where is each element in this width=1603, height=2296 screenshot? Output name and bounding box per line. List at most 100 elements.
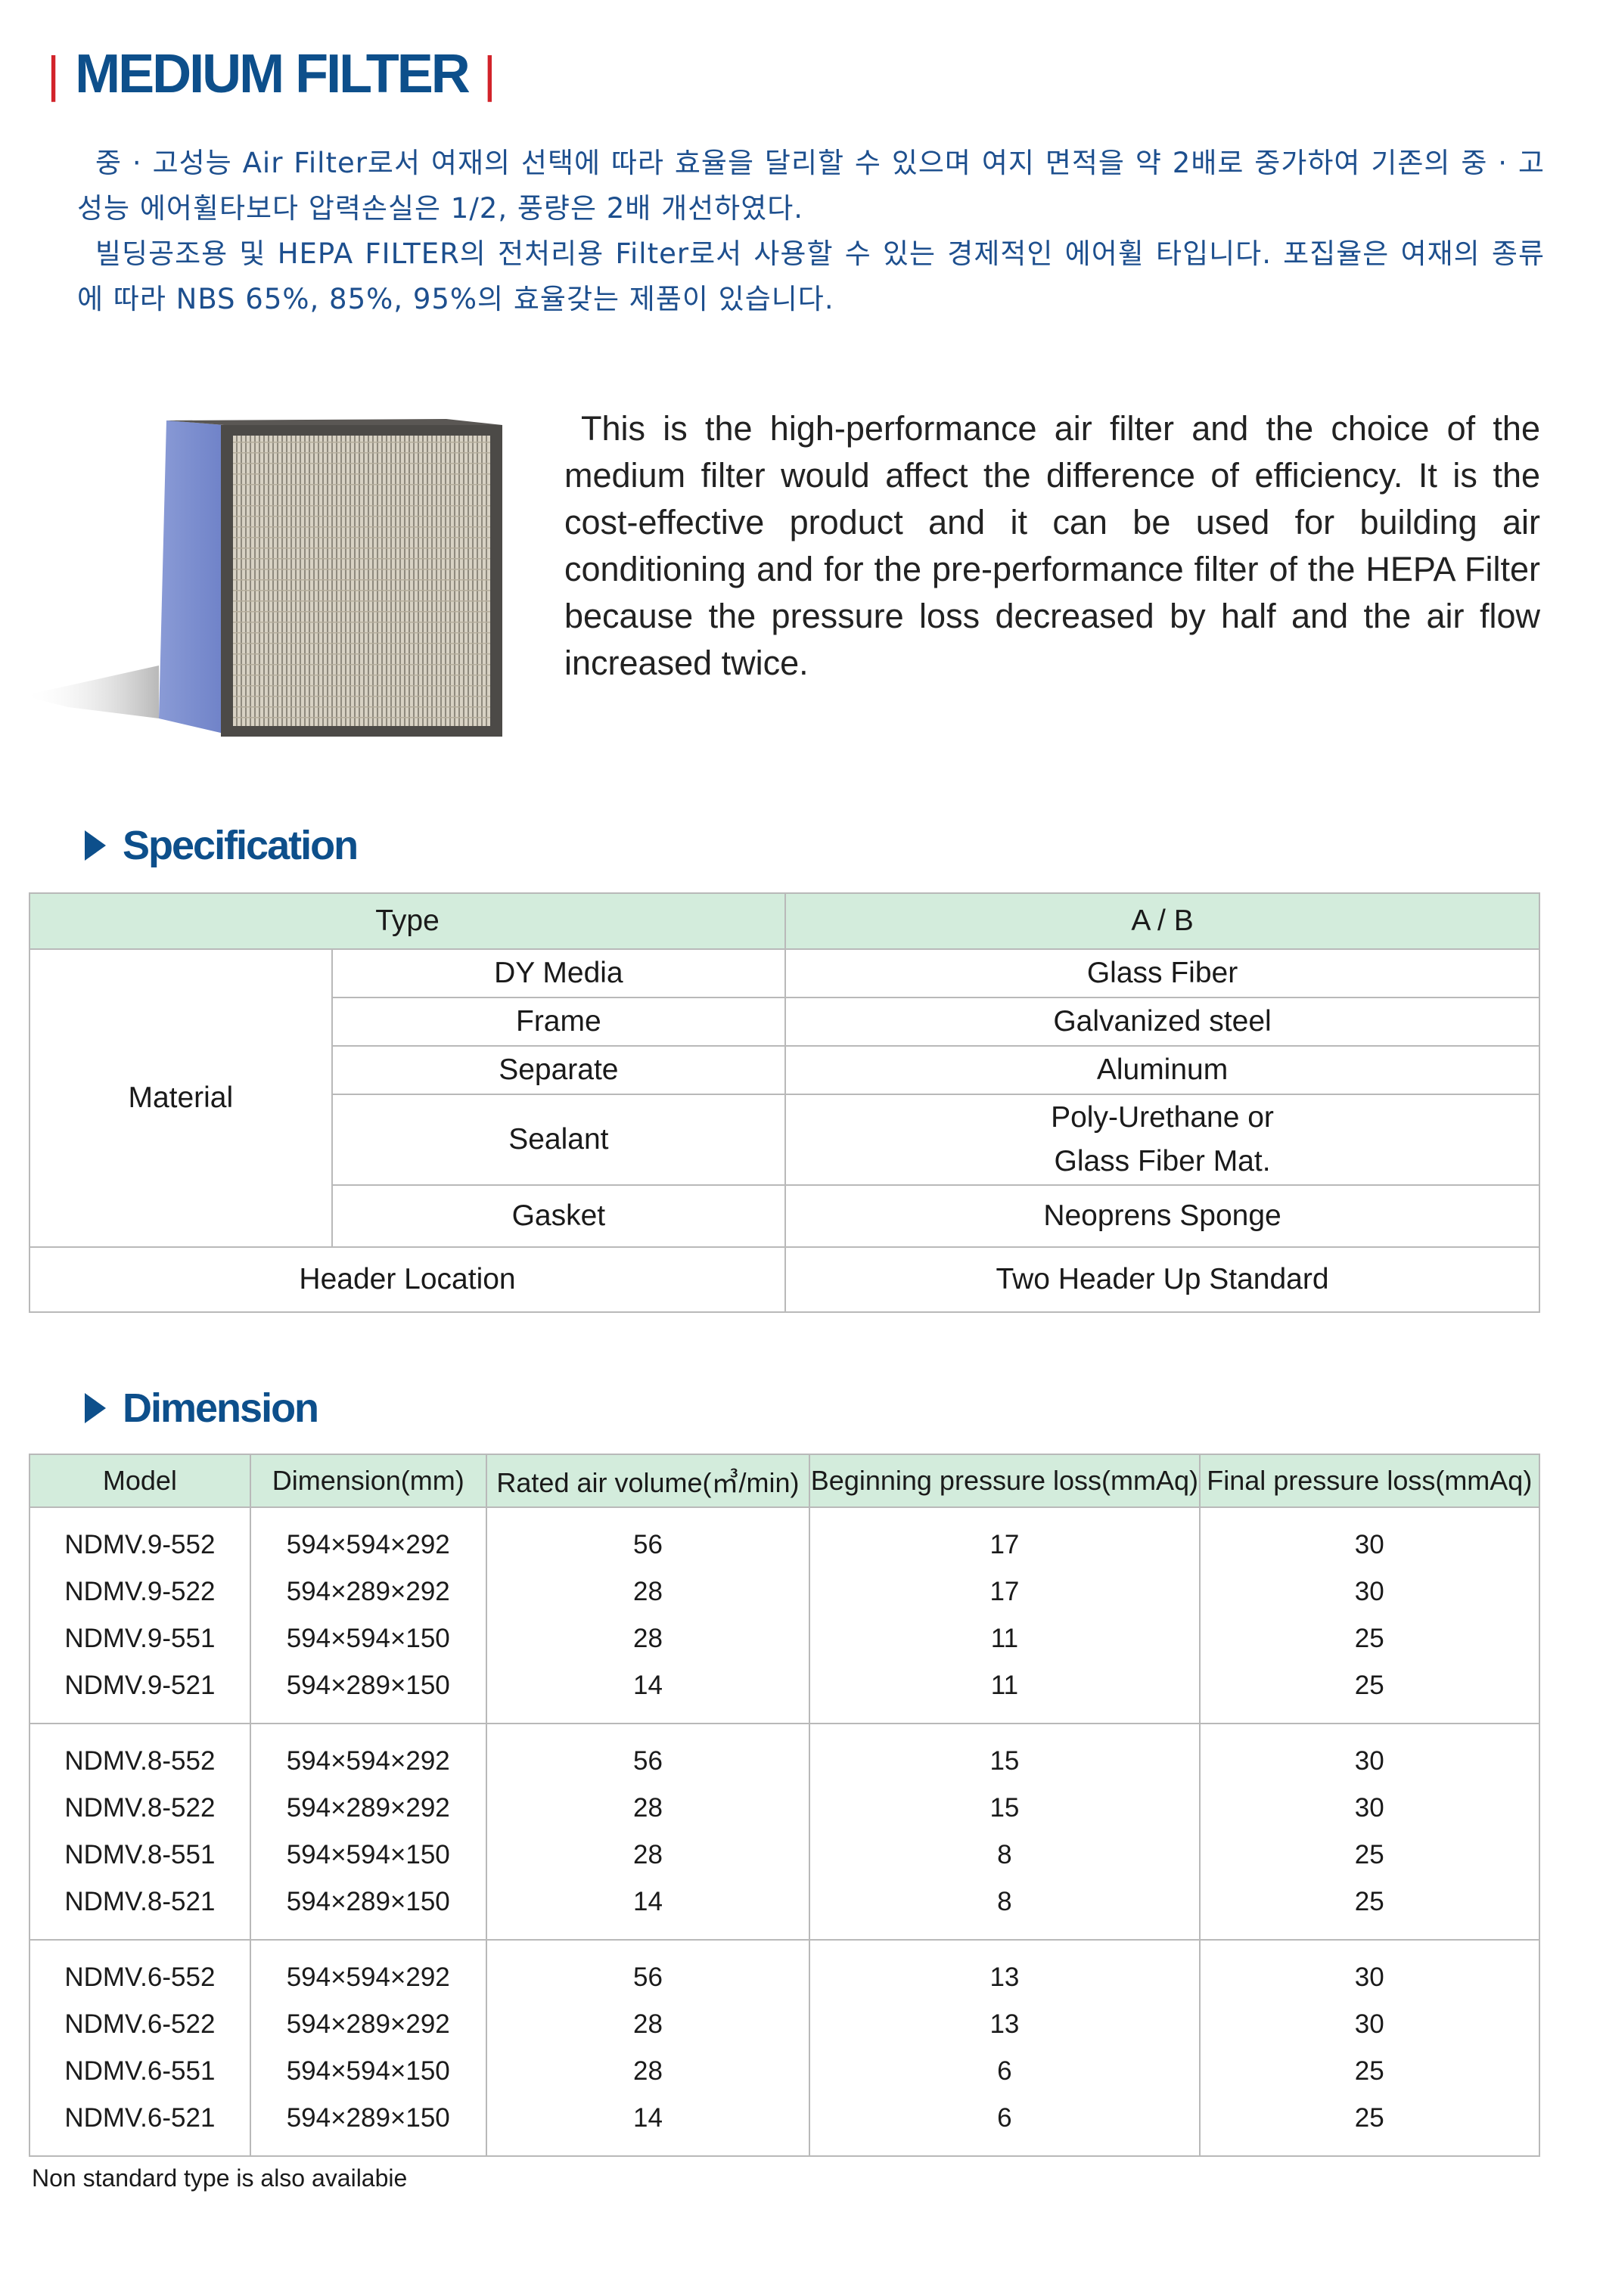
table-cell-value: 11	[990, 1624, 1019, 1653]
table-cell-value: 6	[997, 2056, 1012, 2086]
table-cell-value: 25	[1354, 1671, 1384, 1700]
column-header: Final pressure loss(mmAq)	[1198, 1454, 1541, 1508]
table-cell-value: 25	[1354, 1887, 1384, 1916]
spec-row: Sealant Poly-Urethane or Glass Fiber Mat…	[30, 1094, 1540, 1186]
title-bar-right: |	[483, 46, 496, 102]
spec-part: Gasket	[331, 1184, 787, 1248]
triangle-bullet-icon	[85, 830, 106, 861]
column-header: Rated air volume(㎥/min)	[485, 1454, 811, 1508]
table-cell-value: 15	[989, 1746, 1020, 1776]
dimension-cell: 594×594×292 594×289×292 594×594×150 594×289…	[249, 1506, 487, 1724]
table-cell-value: 28	[633, 1624, 663, 1653]
spec-value: Galvanized steel	[784, 997, 1540, 1047]
column-header: Model	[29, 1454, 251, 1508]
spec-part: Separate	[331, 1045, 787, 1095]
filter-product-image	[23, 419, 502, 737]
spec-part: Frame	[331, 997, 787, 1047]
spec-header-location-label: Header Location	[28, 1246, 787, 1313]
table-cell-value: 56	[633, 1746, 663, 1776]
spec-header-row: Type A / B	[28, 892, 1540, 950]
table-cell-value: 594×594×292	[286, 1746, 450, 1776]
table-cell-value: 594×289×150	[286, 1887, 450, 1916]
spec-row: Separate Aluminum	[30, 1045, 1540, 1095]
table-cell-value: 11	[990, 1671, 1019, 1700]
title-text: MEDIUM FILTER	[75, 44, 471, 104]
table-cell-value: 594×594×292	[286, 1530, 450, 1559]
specification-heading: Specification	[85, 815, 359, 876]
table-cell-value: 30	[1354, 1577, 1384, 1606]
final-loss-cell: 30 30 25 25	[1198, 1506, 1541, 1724]
table-cell-value: NDMV.8-522	[64, 1793, 216, 1823]
spec-row: Gasket Neoprens Sponge	[30, 1184, 1540, 1248]
table-cell-value: 13	[989, 1962, 1020, 1992]
table-cell-value: 594×289×150	[286, 1671, 450, 1700]
table-cell-value: NDMV.9-521	[64, 1671, 216, 1700]
spec-material-label: Material	[29, 948, 333, 1248]
table-cell-value: 6	[997, 2103, 1012, 2133]
table-cell-value: 56	[633, 1962, 663, 1992]
table-cell-value: 28	[633, 1793, 663, 1823]
table-cell-value: 13	[989, 2009, 1020, 2039]
table-cell-value: NDMV.9-551	[64, 1624, 216, 1653]
specification-heading-label: Specification	[123, 823, 359, 868]
spec-value-line: Poly-Urethane or	[1051, 1101, 1274, 1134]
table-cell-value: 594×289×292	[286, 2009, 450, 2039]
spec-row: Frame Galvanized steel	[30, 997, 1540, 1047]
dimension-heading: Dimension	[85, 1378, 319, 1438]
page-title: | MEDIUM FILTER |	[47, 36, 496, 112]
table-cell-value: 25	[1354, 2056, 1384, 2086]
table-cell-value: NDMV.8-521	[64, 1887, 216, 1916]
table-cell-value: 594×289×292	[286, 1793, 450, 1823]
table-cell-value: 28	[633, 2009, 663, 2039]
spec-part: DY Media	[331, 948, 787, 998]
spec-type-label: Type	[28, 892, 787, 950]
table-cell-value: NDMV.6-551	[64, 2056, 216, 2086]
table-cell-value: 17	[989, 1530, 1020, 1559]
table-cell-value: NDMV.8-552	[64, 1746, 216, 1776]
table-cell-value: 28	[633, 1577, 663, 1606]
spec-value-multiline: Poly-Urethane or Glass Fiber Mat.	[784, 1094, 1540, 1186]
table-cell-value: NDMV.8-551	[64, 1840, 216, 1869]
table-cell-value: 30	[1354, 1530, 1384, 1559]
english-paragraph: This is the high-performance air filter …	[564, 409, 1540, 682]
table-cell-value: NDMV.6-522	[64, 2009, 216, 2039]
filter-top-edge	[166, 419, 502, 425]
table-cell-value: 594×289×292	[286, 1577, 450, 1606]
table-cell-value: NDMV.6-521	[64, 2103, 216, 2133]
filter-side-panel	[159, 420, 224, 734]
table-cell-value: NDMV.6-552	[64, 1962, 216, 1992]
table-cell-value: 56	[633, 1530, 663, 1559]
korean-paragraph: 빌딩공조용 및 HEPA FILTER의 전처리용 Filter로서 사용할 수…	[77, 237, 1545, 315]
table-cell-value: 15	[989, 1793, 1020, 1823]
table-cell-value: 30	[1354, 1746, 1384, 1776]
table-cell-value: 14	[633, 1887, 663, 1916]
spec-row: Header Location Two Header Up Standard	[28, 1246, 1540, 1313]
table-cell-value: 14	[633, 2103, 663, 2133]
table-cell-value: 25	[1354, 2103, 1384, 2133]
spec-row: Material DY Media Glass Fiber	[29, 948, 1540, 1248]
table-cell-value: 594×594×150	[286, 1624, 450, 1653]
table-cell-value: NDMV.9-552	[64, 1530, 216, 1559]
table-cell-value: 25	[1354, 1624, 1384, 1653]
table-cell-value: 30	[1354, 1793, 1384, 1823]
table-cell-value: 28	[633, 2056, 663, 2086]
dimension-heading-label: Dimension	[123, 1385, 319, 1431]
beginning-loss-cell: 13 13 6 6	[809, 1939, 1201, 2157]
spec-value-line: Glass Fiber Mat.	[1054, 1145, 1271, 1177]
table-cell-value: 594×594×150	[286, 1840, 450, 1869]
footnote: Non standard type is also availabie	[32, 2164, 408, 2192]
column-header: Beginning pressure loss(mmAq)	[809, 1454, 1201, 1508]
table-cell-value: 594×289×150	[286, 2103, 450, 2133]
